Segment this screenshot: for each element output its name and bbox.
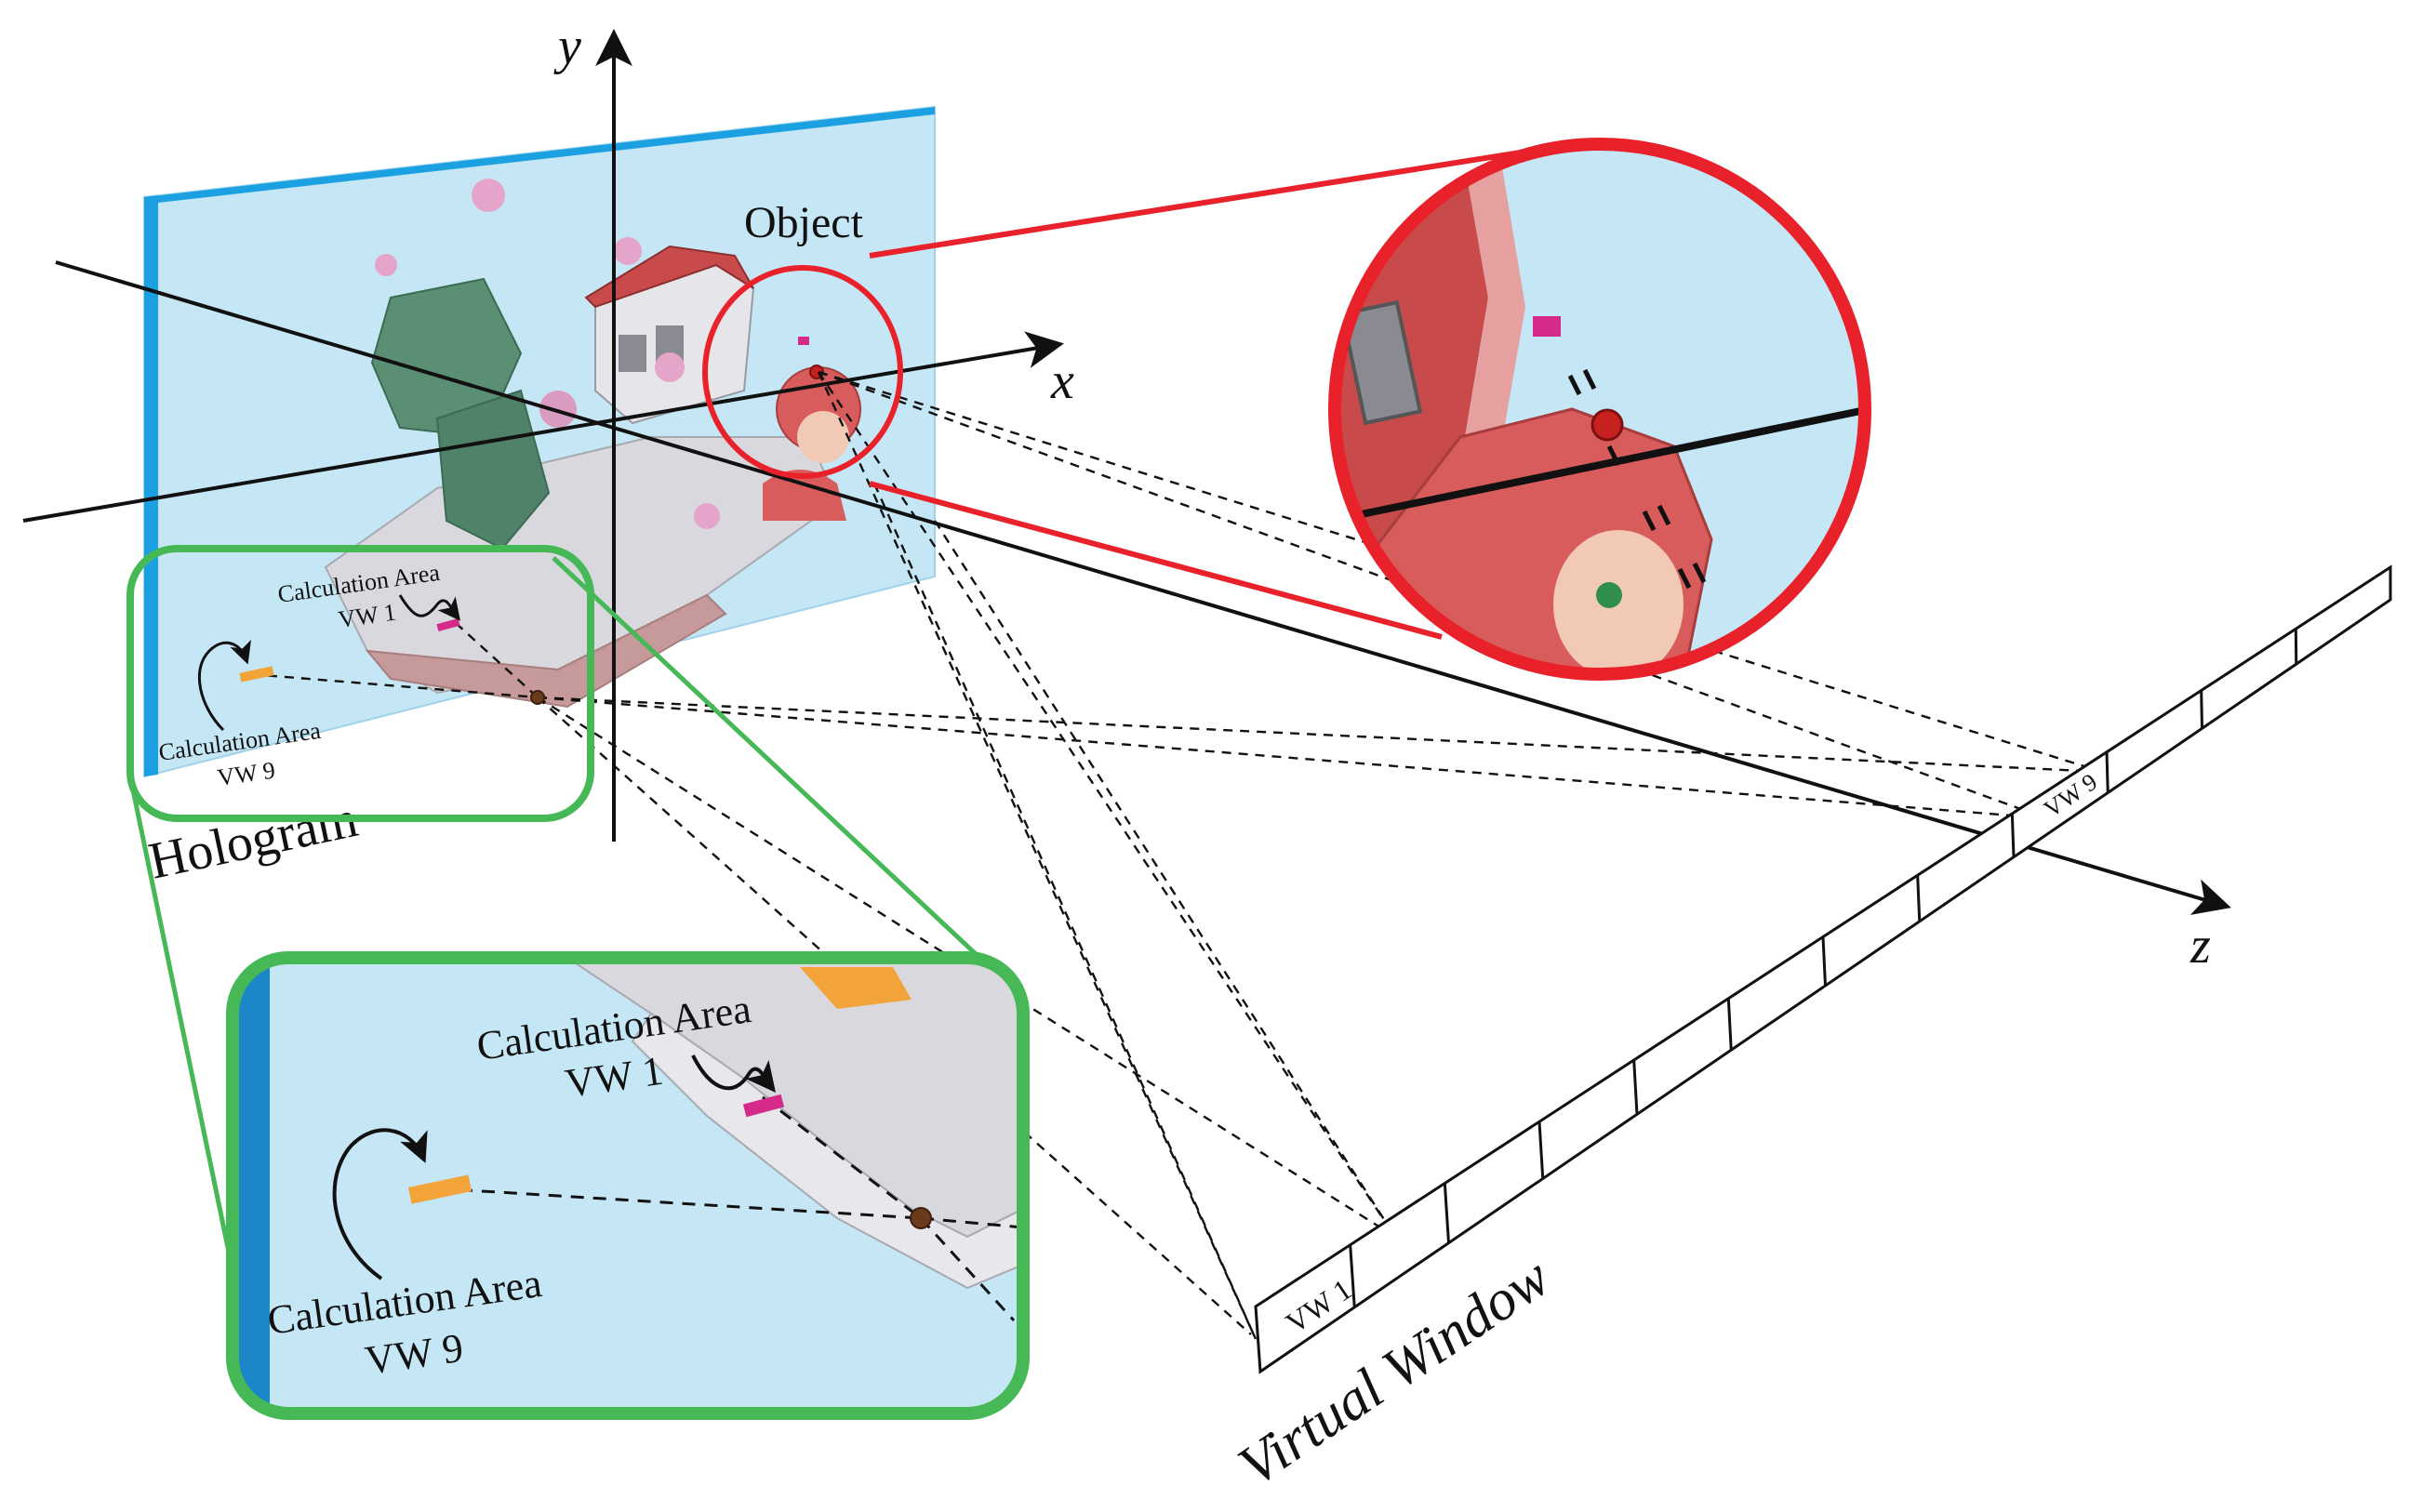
wave-arrow-icon <box>691 1054 776 1093</box>
virtual-window-divider <box>1916 875 1922 922</box>
axis-z-label: z <box>2189 917 2211 975</box>
calc-area-vw9-marker <box>239 666 274 683</box>
green-zoom-connectors <box>127 556 1006 1293</box>
virtual-window-divider <box>2105 751 2110 793</box>
virtual-window-divider <box>1349 1244 1356 1307</box>
calc-area-highlight <box>126 545 594 822</box>
virtual-window-divider <box>1443 1183 1450 1243</box>
wave-arrow-icon <box>398 594 460 621</box>
virtual-window-strip: VW 1 VW 9 <box>1254 564 2392 1374</box>
calc-area-vw9-label-line2: VW 9 <box>216 757 277 791</box>
zoom-vw9-marker <box>407 1174 472 1204</box>
object-highlight-circle <box>702 265 903 479</box>
ray-intersection-point <box>530 690 545 705</box>
zoom-vw1-marker <box>742 1094 785 1118</box>
green-zoom-panel: Calculation Area VW 1 Calculation Area V… <box>226 951 1030 1420</box>
virtual-window-dividers <box>1349 629 2298 1307</box>
virtual-window-divider <box>1632 1059 1639 1115</box>
axis-y-label: y <box>553 18 581 75</box>
virtual-window-divider <box>2200 690 2203 729</box>
red-zoom-connectors <box>869 146 1545 640</box>
virtual-window-divider <box>1821 936 1827 987</box>
rotation-arrow-icon <box>197 639 251 732</box>
virtual-window-divider <box>2010 813 2016 857</box>
zoom-object-marker <box>1533 316 1561 337</box>
object-label: Object <box>744 198 864 247</box>
virtual-window-label: Virtual Window <box>1228 1245 1561 1498</box>
virtual-window-divider <box>1726 998 1733 1051</box>
virtual-window-divider <box>1537 1121 1545 1179</box>
axis-x-label: x <box>1050 352 1074 410</box>
axes: y x z <box>22 18 2231 975</box>
calc-area-vw1-marker <box>436 618 460 631</box>
red-zoom-panel <box>1328 138 1871 681</box>
hologram-label: Hologram <box>144 790 363 891</box>
rotation-arrow-icon <box>332 1128 428 1280</box>
